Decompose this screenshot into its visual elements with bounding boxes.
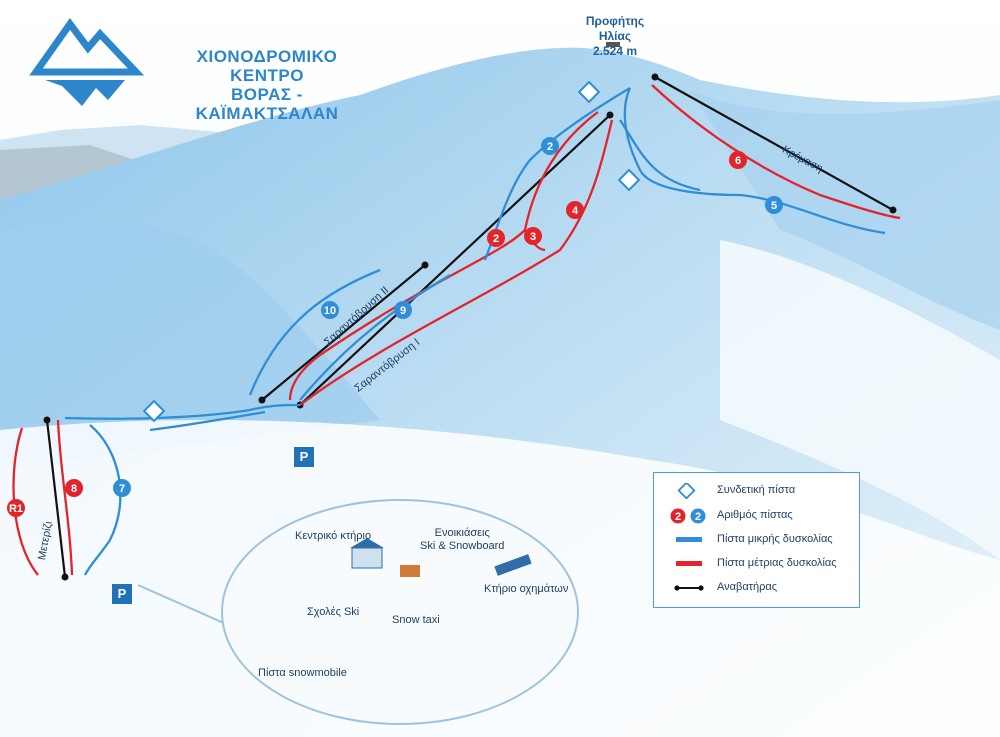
title-line-1: ΧΙΟΝΟΔΡΟΜΙΚΟ ΚΕΝΤΡΟ [196, 47, 338, 85]
svg-text:4: 4 [572, 205, 579, 217]
red-runs [12, 84, 901, 576]
label-main-building: Κεντρικό κτήριο [295, 530, 372, 542]
resort-title: ΧΙΟΝΟΔΡΟΜΙΚΟ ΚΕΝΤΡΟ ΒΟΡΑΣ - ΚΑΪΜΑΚΤΣΑΛΑΝ [172, 47, 362, 123]
svg-text:7: 7 [119, 483, 125, 495]
svg-text:9: 9 [400, 305, 406, 317]
run-blue-2 [483, 87, 631, 261]
peak-elevation: 2.524 m [592, 44, 638, 58]
svg-text:8: 8 [71, 483, 77, 495]
red-line-icon [676, 561, 702, 566]
legend-lift-text: Αναβατήρας [717, 581, 778, 593]
peak-label: Προφήτης Ηλίας 2.524 m [570, 14, 660, 59]
snowfield-right [720, 240, 1000, 560]
legend-row-connecting: Συνδετική πίστα [654, 481, 859, 501]
lift-sarantovrysi-1 [299, 114, 611, 406]
blue-runs [64, 87, 886, 576]
title-line-2: ΒΟΡΑΣ - ΚΑΪΜΑΚΤΣΑΛΑΝ [195, 85, 339, 123]
parking-sign-lower: P [112, 584, 132, 604]
run-blue-7 [83, 424, 122, 576]
lift-kremasi [654, 76, 894, 211]
run-red-6 [651, 84, 901, 220]
lift-endpoints [43, 73, 897, 581]
run-badges: 2 6 5 4 3 2 10 9 8 7 R1 [7, 137, 783, 517]
legend-intermediate-text: Πίστα μέτριας δυσκολίας [717, 557, 837, 569]
label-snowmobile-run: Πίστα snowmobile [258, 667, 347, 679]
diamond-icon [677, 483, 696, 499]
logo-mountain-icon [29, 18, 145, 106]
legend-row-intermediate: Πίστα μέτριας δυσκολίας [654, 554, 859, 574]
legend-run-number-text: Αριθμός πίστας [717, 509, 793, 521]
parking-sign-upper: P [294, 447, 314, 467]
label-rentals-line1: Ενοικιάσεις [434, 527, 490, 539]
connecting-run-markers [142, 80, 641, 423]
svg-text:10: 10 [324, 305, 336, 317]
lift-lines [45, 76, 894, 578]
run-blue-connector-low [64, 403, 301, 420]
mountain-right-ridge [690, 90, 1000, 330]
svg-text:2: 2 [493, 233, 499, 245]
blue-line-icon [676, 537, 702, 542]
run-blue-connector-low2 [149, 410, 266, 432]
svg-text:R1: R1 [9, 503, 23, 515]
facilities-inset [221, 499, 579, 725]
label-rentals: Ενοικιάσεις Ski & Snowboard [420, 527, 504, 553]
svg-text:3: 3 [530, 231, 536, 243]
label-vehicle-building: Κτήριο οχημάτων [484, 583, 569, 595]
peak-name: Προφήτης Ηλίας [585, 14, 645, 43]
legend-sample-red: 2 [675, 511, 681, 523]
legend-row-run-number: 2 2 Αριθμός πίστας [654, 506, 859, 526]
lift-line-icon [674, 585, 704, 591]
run-red-8 [56, 419, 74, 576]
legend-easy-text: Πίστα μικρής δυσκολίας [717, 533, 833, 545]
label-ski-schools: Σχολές Ski [307, 606, 360, 618]
run-blue-9 [299, 274, 451, 401]
legend-sample-blue: 2 [695, 511, 701, 523]
mountain-left-ridge [0, 218, 380, 470]
run-number-icon: 2 2 [670, 508, 706, 524]
lift-sarantovrysi-2 [261, 264, 426, 401]
legend-connecting-text: Συνδετική πίστα [717, 484, 796, 496]
lift-meterizi [45, 419, 67, 578]
svg-text:5: 5 [771, 200, 777, 212]
label-snow-taxi: Snow taxi [392, 614, 440, 626]
legend-row-lift: Αναβατήρας [654, 578, 859, 598]
map-legend: Συνδετική πίστα 2 2 Αριθμός πίστας Πίστα… [653, 472, 860, 608]
run-blue-10 [248, 268, 381, 396]
inset-buildings [350, 538, 532, 577]
run-red-4 [299, 119, 614, 406]
run-red-2 [288, 111, 599, 401]
peak-marker-icon [606, 42, 620, 47]
run-blue-5 [619, 119, 701, 192]
svg-text:2: 2 [547, 141, 553, 153]
label-rentals-line2: Ski & Snowboard [420, 540, 505, 552]
svg-text:6: 6 [735, 155, 741, 167]
legend-row-easy: Πίστα μικρής δυσκολίας [654, 530, 859, 550]
